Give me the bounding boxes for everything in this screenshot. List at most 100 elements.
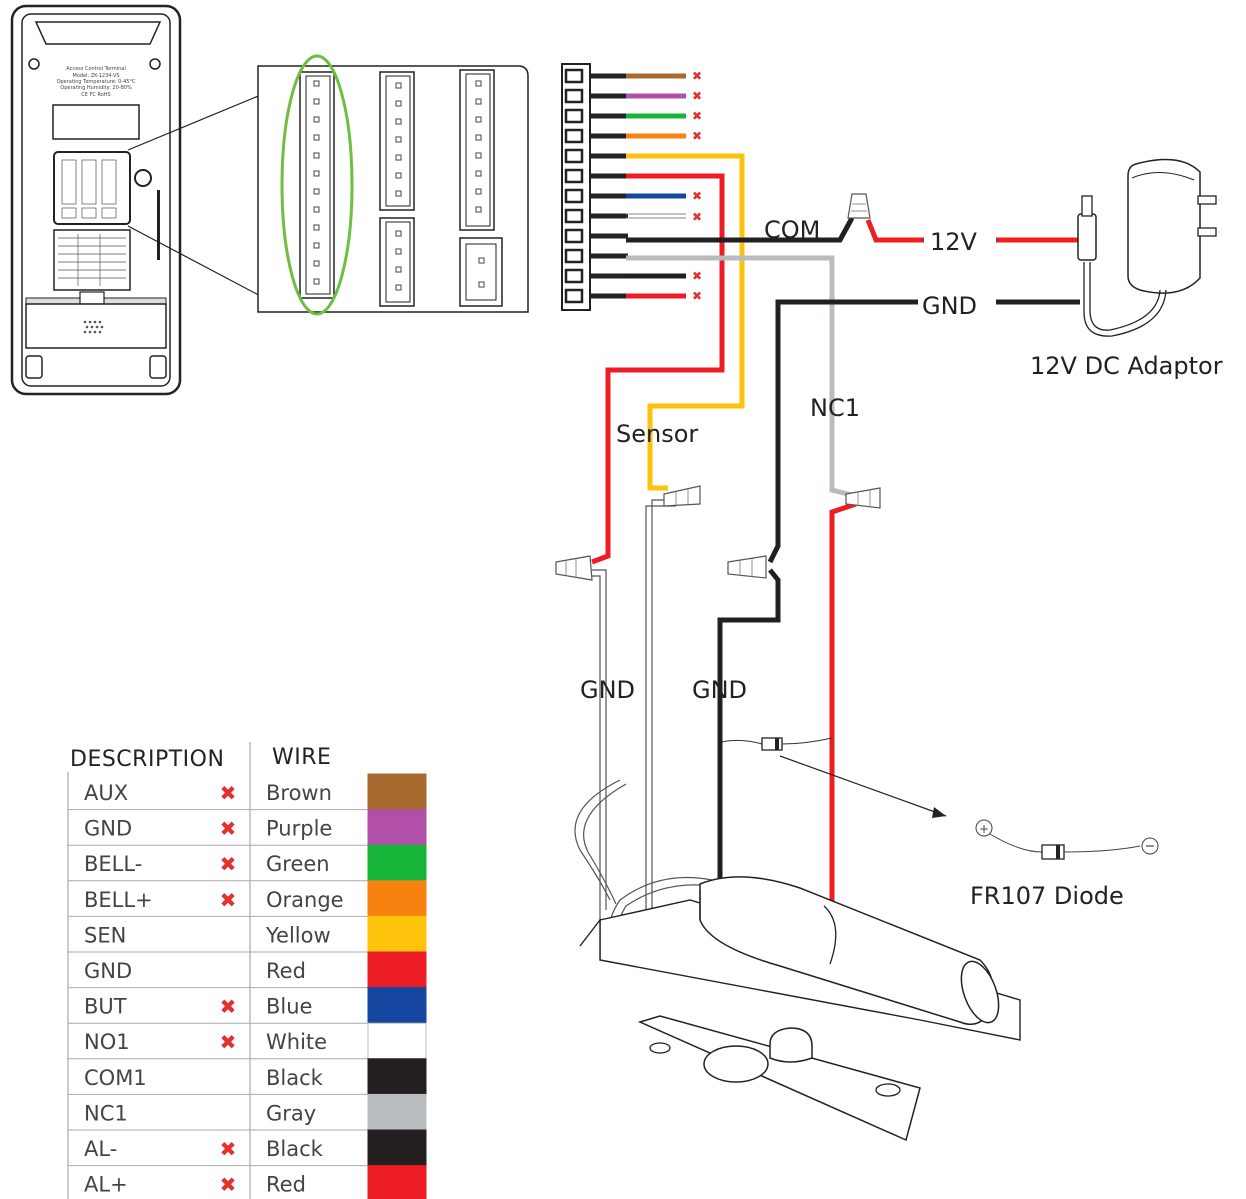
row-wire: Brown <box>266 781 332 805</box>
diode-icon: + <box>721 737 1159 860</box>
row-color-swatch <box>367 1129 427 1167</box>
row-color-swatch <box>367 1093 427 1131</box>
row-description: AL- <box>84 1137 117 1161</box>
diode-label: FR107 Diode <box>970 882 1124 910</box>
gnd-adapter-label: GND <box>922 292 977 320</box>
table-header-description: DESCRIPTION <box>70 747 224 772</box>
row-description: GND <box>84 817 132 841</box>
nc1-label: NC1 <box>810 394 860 422</box>
table-row: BUT ✖ Blue <box>68 987 427 1024</box>
table-row: BELL- ✖ Green <box>68 844 427 882</box>
sensor-label: Sensor <box>616 420 698 448</box>
row-description: GND <box>84 959 132 983</box>
row-color-swatch <box>367 987 427 1024</box>
zoom-line-bottom <box>127 225 269 301</box>
row-wire: Purple <box>266 817 332 841</box>
row-wire: Gray <box>266 1101 316 1125</box>
row-description: BUT <box>84 995 127 1019</box>
table-row: BELL+ ✖ Orange <box>68 880 427 917</box>
table-row: GND ✖ Purple <box>68 809 427 846</box>
row-description: SEN <box>84 923 126 947</box>
gnd-left-label: GND <box>580 676 635 704</box>
row-wire: Red <box>266 1173 306 1197</box>
row-description: COM1 <box>84 1066 147 1090</box>
electric-strike-lock-icon <box>579 876 1021 1142</box>
device-line-1: Model: ZK-1234-VS <box>72 73 119 79</box>
row-description: NO1 <box>84 1030 130 1054</box>
row-wire: Yellow <box>265 923 331 947</box>
row-color-swatch <box>367 915 427 953</box>
access-terminal-device: Access Control Terminal Model: ZK-1234-V… <box>10 4 182 396</box>
svg-text:✖: ✖ <box>692 109 702 123</box>
row-description: BELL- <box>84 852 142 876</box>
v12-label: 12V <box>930 228 978 256</box>
row-wire: Blue <box>266 995 312 1019</box>
row-color-swatch <box>367 809 427 846</box>
svg-text:✖: ✖ <box>692 269 702 283</box>
device-line-2: Operating Temperature: 0-45°C <box>57 79 136 85</box>
wire-nut-icon <box>847 193 871 219</box>
svg-text:✖: ✖ <box>692 189 702 203</box>
row-description: BELL+ <box>84 888 153 912</box>
row-wire: Green <box>266 852 330 876</box>
row-color-swatch <box>367 1058 427 1095</box>
wire-nut-icon <box>663 485 701 507</box>
svg-text:+: + <box>979 822 989 836</box>
svg-text:✖: ✖ <box>692 210 702 224</box>
row-cross-icon: ✖ <box>220 852 237 876</box>
row-description: AUX <box>84 781 128 805</box>
gnd-right-label: GND <box>692 676 747 704</box>
row-description: AL+ <box>84 1173 128 1197</box>
row-wire: Black <box>266 1066 324 1090</box>
cross-mark-icons: ✖ ✖ ✖ ✖ ✖ ✖ ✖ ✖ <box>692 69 702 303</box>
device-line-3: Operating Humidity: 20-80% <box>60 85 132 91</box>
row-cross-icon: ✖ <box>220 995 237 1019</box>
table-header-wire: WIRE <box>272 745 331 770</box>
unused-wire-stubs: ✖ ✖ ✖ ✖ ✖ ✖ ✖ ✖ <box>626 69 702 303</box>
connector-panel <box>257 54 529 316</box>
svg-text:✖: ✖ <box>692 69 702 83</box>
row-description: NC1 <box>84 1101 128 1125</box>
svg-text:✖: ✖ <box>692 129 702 143</box>
device-title: Access Control Terminal <box>66 66 126 72</box>
svg-text:✖: ✖ <box>692 89 702 103</box>
row-color-swatch <box>367 951 427 989</box>
main-wires <box>574 153 1080 945</box>
row-cross-icon: ✖ <box>220 1173 237 1197</box>
row-wire: Black <box>266 1137 324 1161</box>
row-cross-icon: ✖ <box>220 817 237 841</box>
com-label: COM <box>764 216 820 244</box>
wire-nut-icon <box>727 555 767 579</box>
row-color-swatch <box>367 773 427 811</box>
highlight-ellipse <box>280 54 354 316</box>
table-row: COM1 Black <box>68 1058 427 1095</box>
row-cross-icon: ✖ <box>220 1030 237 1054</box>
table-row: NC1 Gray <box>68 1093 427 1131</box>
zoom-line-top <box>127 91 269 151</box>
row-wire: Orange <box>266 888 344 912</box>
row-cross-icon: ✖ <box>220 781 237 805</box>
table-row: AL+ ✖ Red <box>84 1165 427 1199</box>
table-row: AL- ✖ Black <box>68 1129 427 1167</box>
harness-connector <box>561 63 628 311</box>
table-row: AUX ✖ Brown <box>68 773 427 811</box>
wire-nut-icon <box>555 555 593 581</box>
svg-text:✖: ✖ <box>692 289 702 303</box>
row-cross-icon: ✖ <box>220 1137 237 1161</box>
table-row: GND Red <box>68 951 427 989</box>
adaptor-label: 12V DC Adaptor <box>1030 352 1223 380</box>
row-color-swatch <box>367 1165 427 1199</box>
row-color-swatch <box>367 844 427 882</box>
device-nameplate: Access Control Terminal Model: ZK-1234-V… <box>57 66 136 98</box>
device-marks: CE FC RoHS <box>81 92 110 98</box>
row-wire: Red <box>266 959 306 983</box>
row-color-swatch <box>367 880 427 917</box>
table-row: SEN Yellow <box>68 915 427 953</box>
table-row: NO1 ✖ White <box>68 1022 427 1060</box>
row-cross-icon: ✖ <box>220 888 237 912</box>
row-wire: White <box>266 1030 327 1054</box>
power-adapter-icon <box>1077 158 1217 337</box>
wire-nut-icon <box>845 487 881 509</box>
